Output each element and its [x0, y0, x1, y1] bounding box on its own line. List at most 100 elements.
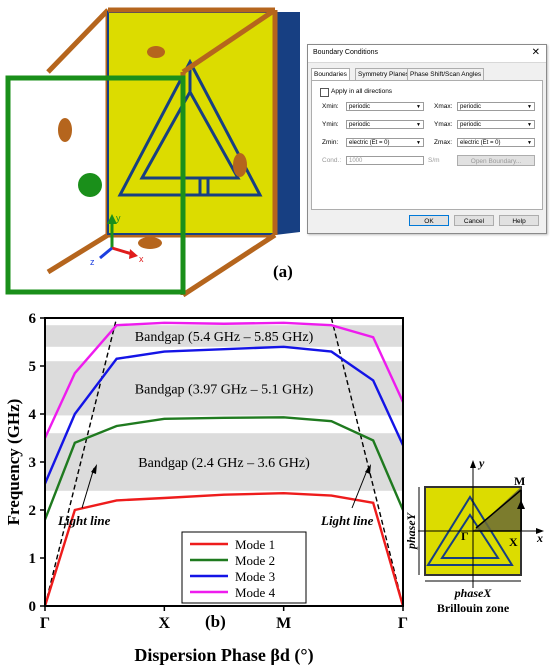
legend-label-mode-4: Mode 4 [235, 585, 276, 600]
phase-x-label: phaseX [454, 586, 493, 600]
legend-label-mode-3: Mode 3 [235, 569, 275, 584]
x-tick-label: X [159, 615, 171, 632]
cond-label: Cond.: [322, 157, 342, 164]
ymax-value: periodic [460, 122, 482, 128]
zmin-select[interactable]: electric (Et = 0) ▼ [346, 138, 424, 147]
y-tick-label: 4 [29, 407, 37, 423]
bandgap-band-3 [45, 325, 403, 347]
help-button[interactable]: Help [499, 215, 539, 226]
chevron-down-icon: ▼ [416, 104, 421, 110]
ymax-select[interactable]: periodic ▼ [457, 120, 535, 129]
light-line-2 [330, 317, 404, 607]
ymin-select[interactable]: periodic ▼ [346, 120, 424, 129]
bz-axes [418, 466, 538, 588]
unit-cell-3d-view: y x z [5, 7, 300, 298]
y-tick-label: 6 [29, 311, 37, 327]
y-tick-label: 1 [29, 551, 37, 567]
apply-all-label: Apply in all directions [331, 88, 393, 95]
y-tick-label: 3 [29, 455, 37, 471]
port-disc-left [58, 118, 72, 142]
light-line-1 [44, 317, 118, 607]
axis-triad: y x z [90, 213, 144, 267]
bandgap-label-1: Bandgap (2.4 GHz – 3.6 GHz) [138, 456, 310, 471]
bandgap-label-3: Bandgap (5.4 GHz – 5.85 GHz) [135, 330, 314, 345]
axis-y-label: y [116, 213, 121, 223]
series-line-mode-4 [43, 321, 405, 439]
bz-x-point-label: X [509, 535, 518, 549]
xmin-select[interactable]: periodic ▼ [346, 102, 424, 111]
boundaries-panel: Apply in all directions Xmin: periodic▼ … [311, 80, 543, 210]
zmax-label: Zmax: [434, 139, 453, 146]
panel-a-label: (a) [273, 262, 293, 281]
cond-input[interactable]: 1000 [346, 156, 424, 165]
chevron-down-icon: ▼ [527, 140, 532, 146]
series-layer [43, 321, 405, 607]
ymax-label: Ymax: [434, 121, 453, 128]
ground-plane-side [275, 12, 300, 235]
zmax-select[interactable]: electric (Et = 0) ▼ [457, 138, 535, 147]
port-disc-right [233, 153, 247, 177]
port-disc-bottom [138, 237, 162, 249]
light-line-label-left: Light line [57, 513, 111, 528]
dialog-title: Boundary Conditions [313, 49, 378, 56]
cond-unit: S/m [428, 157, 440, 164]
xmin-value: periodic [349, 104, 371, 110]
close-icon[interactable]: ✕ [531, 47, 540, 58]
y-tick-label: 2 [29, 503, 37, 519]
bz-x-label: x [536, 531, 543, 545]
x-tick-label: Γ [40, 615, 50, 632]
chevron-down-icon: ▼ [416, 122, 421, 128]
bandgap-band-1 [45, 433, 403, 491]
boundary-conditions-dialog: Boundary Conditions ✕ Boundaries Symmetr… [307, 44, 547, 234]
dialog-titlebar: Boundary Conditions ✕ [308, 45, 546, 63]
y-tick-label: 5 [29, 359, 37, 375]
brillouin-caption: Brillouin zone [437, 601, 510, 615]
xmax-select[interactable]: periodic ▼ [457, 102, 535, 111]
y-axis-arrow [470, 460, 476, 468]
tab-phase-shift[interactable]: Phase Shift/Scan Angles [407, 68, 485, 80]
cancel-button[interactable]: Cancel [454, 215, 494, 226]
phase-y-label: phaseY [404, 511, 418, 550]
chevron-down-icon: ▼ [527, 104, 532, 110]
zmax-value: electric (Et = 0) [460, 140, 501, 146]
box-frame-green [5, 75, 186, 295]
light-line-layer [44, 317, 404, 607]
x-tick-label: Γ [398, 615, 408, 632]
axis-z-label: z [90, 257, 95, 267]
ok-button[interactable]: OK [409, 215, 449, 226]
series-line-mode-2 [43, 416, 405, 521]
axis-x-label: x [139, 254, 144, 264]
y-tick-label: 0 [29, 599, 37, 615]
y-axis-title: Frequency (GHz) [4, 399, 23, 526]
bz-y-label: y [477, 456, 485, 470]
panel-b-label: (b) [205, 612, 226, 631]
chevron-down-icon: ▼ [416, 140, 421, 146]
legend-label-mode-1: Mode 1 [235, 537, 275, 552]
ymin-label: Ymin: [322, 121, 339, 128]
xmin-label: Xmin: [322, 103, 339, 110]
path-arrow-up [517, 500, 525, 509]
tab-boundaries[interactable]: Boundaries [311, 68, 350, 81]
bandgap-layer: Bandgap (2.4 GHz – 3.6 GHz)Bandgap (3.97… [45, 325, 403, 491]
light-line-annotation-right: Light line [320, 464, 374, 528]
ymin-value: periodic [349, 122, 371, 128]
x-axis-title: Dispersion Phase βd (°) [134, 645, 313, 666]
port-disc-top [147, 46, 165, 58]
series-line-mode-1 [43, 491, 405, 607]
zmin-value: electric (Et = 0) [349, 140, 390, 146]
open-boundary-button[interactable]: Open Boundary... [457, 155, 535, 166]
phase-x-dimension: phaseX [425, 580, 521, 600]
x-axis-arrow [536, 528, 544, 534]
bandgap-band-2 [45, 361, 403, 416]
apply-all-checkbox[interactable] [320, 88, 329, 97]
series-line-mode-3 [43, 345, 405, 485]
chevron-down-icon: ▼ [527, 122, 532, 128]
xmax-value: periodic [460, 104, 482, 110]
legend-label-mode-2: Mode 2 [235, 553, 275, 568]
bz-gamma-label: Γ [461, 529, 469, 543]
light-line-annotation-left: Light line [57, 464, 111, 528]
